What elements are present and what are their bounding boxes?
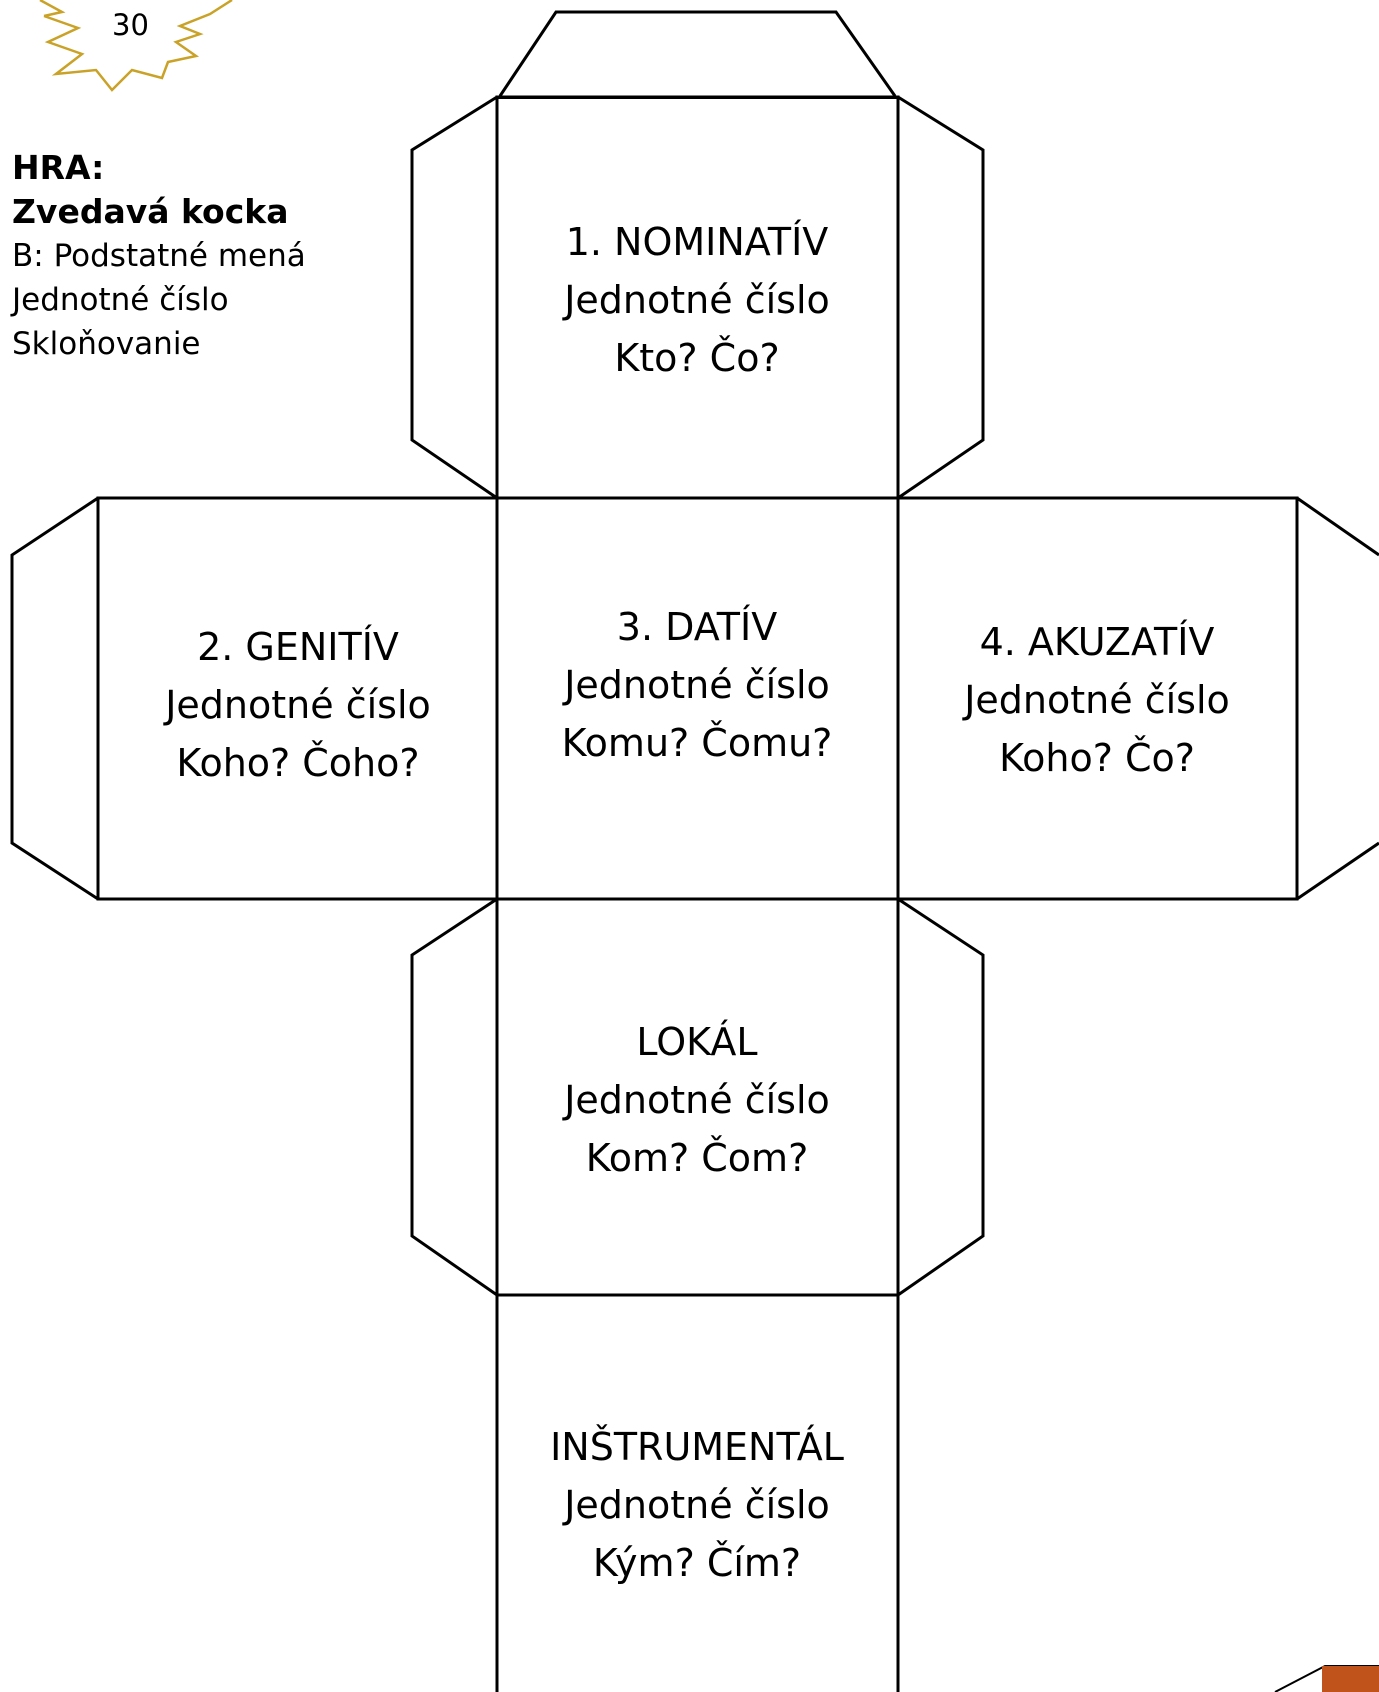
face-number-label: Jednotné číslo	[564, 1483, 830, 1527]
starburst-badge-icon	[43, 0, 233, 92]
face-center: 3. DATÍV Jednotné číslo Komu? Čomu?	[512, 580, 882, 790]
face-number-label: Jednotné číslo	[165, 683, 431, 727]
right-end-glue-tab-lower	[1296, 841, 1379, 901]
face-case-label: LOKÁL	[636, 1020, 758, 1064]
face-left: 2. GENITÍV Jednotné číslo Koho? Čoho?	[113, 600, 483, 810]
number-line: Jednotné číslo	[12, 282, 229, 318]
face-top: 1. NOMINATÍV Jednotné číslo Kto? Čo?	[512, 170, 882, 430]
top-glue-tab	[498, 10, 897, 97]
lower-right-glue-tab	[897, 897, 985, 1297]
left-end-glue-tab	[10, 496, 99, 901]
face-case-label: 3. DATÍV	[616, 605, 778, 649]
face-number-label: Jednotné číslo	[564, 1078, 830, 1122]
corner-accent-box	[1322, 1666, 1379, 1692]
face-case-label: 4. AKUZATÍV	[979, 620, 1215, 664]
face-number-label: Jednotné číslo	[564, 278, 830, 322]
face-case-label: 2. GENITÍV	[197, 625, 399, 669]
face-bottom: INŠTRUMENTÁL Jednotné číslo Kým? Čím?	[512, 1400, 882, 1610]
face-lower: LOKÁL Jednotné číslo Kom? Čom?	[512, 995, 882, 1205]
face-case-label: 1. NOMINATÍV	[565, 220, 829, 264]
top-right-glue-tab	[897, 95, 985, 500]
face-question-label: Kom? Čom?	[585, 1136, 809, 1180]
face-question-label: Koho? Čo?	[999, 736, 1195, 780]
face-right: 4. AKUZATÍV Jednotné číslo Koho? Čo?	[912, 595, 1282, 805]
badge-number: 30	[112, 8, 149, 42]
face-number-label: Jednotné číslo	[964, 678, 1230, 722]
topic-line: B: Podstatné mená	[12, 238, 306, 274]
face-number-label: Jednotné číslo	[564, 663, 830, 707]
face-question-label: Koho? Čoho?	[176, 741, 420, 785]
right-end-glue-tab	[1296, 496, 1379, 557]
game-title: Zvedavá kocka	[12, 192, 289, 231]
top-left-glue-tab	[410, 95, 498, 500]
game-label: HRA:	[12, 148, 105, 187]
face-question-label: Kto? Čo?	[614, 336, 780, 380]
face-right-outline	[896, 496, 1299, 901]
starburst-badge-top-icon	[39, 0, 66, 18]
face-question-label: Kým? Čím?	[592, 1541, 802, 1585]
lower-left-glue-tab	[410, 897, 498, 1297]
face-question-label: Komu? Čomu?	[561, 721, 833, 765]
subject-line: Skloňovanie	[12, 326, 201, 362]
title-block: HRA: Zvedavá kocka B: Podstatné mená Jed…	[12, 146, 306, 366]
face-case-label: INŠTRUMENTÁL	[550, 1425, 844, 1469]
